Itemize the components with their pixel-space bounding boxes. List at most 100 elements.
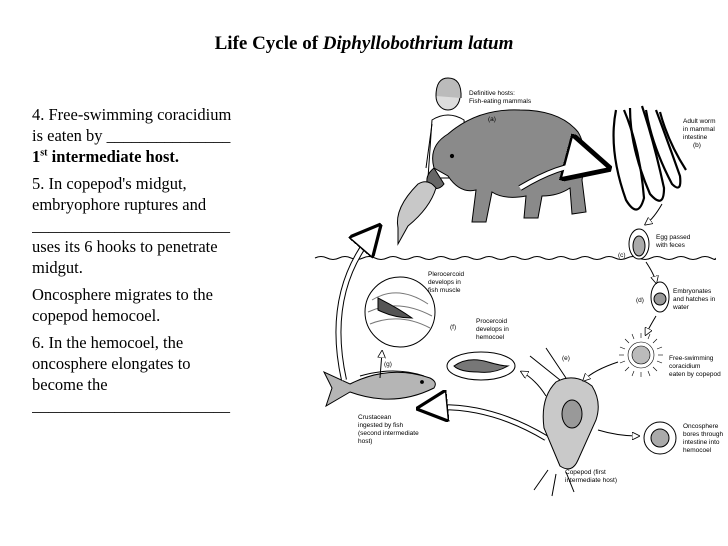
label-coracidium-1: Free-swimming (669, 355, 714, 362)
label-procercoid-1: Procercoid (476, 318, 507, 325)
svg-text:ingested by fish: ingested by fish (358, 422, 404, 429)
svg-text:Plerocercoid: Plerocercoid (428, 271, 465, 278)
svg-text:hemocoel: hemocoel (683, 447, 712, 454)
step-4-line-2: is eaten by _______________ (32, 126, 231, 145)
svg-text:with feces: with feces (655, 242, 686, 249)
label-embryonates-1: Embryonates (673, 288, 712, 295)
svg-text:bores through: bores through (683, 431, 723, 438)
step-4: 4. Free-swimming coracidium is eaten by … (32, 104, 290, 167)
label-embryonates-2: and hatches in (673, 296, 716, 303)
arrow-fish-to-plerocercoid (380, 352, 382, 379)
label-f: (f) (450, 324, 456, 331)
svg-text:Oncosphere: Oncosphere (683, 423, 719, 430)
label-oncosphere-1: Oncosphere (683, 423, 719, 430)
egg-figure (628, 228, 650, 260)
svg-text:coracidium: coracidium (669, 363, 700, 370)
label-coracidium-3: eaten by copepod (669, 371, 721, 378)
title-species: Diphyllobothrium latum (322, 33, 514, 54)
arrow-egg-to-embryo (645, 261, 656, 282)
label-oncosphere-4: hemocoel (683, 447, 712, 454)
label-e: (e) (562, 355, 570, 362)
arrow-copepod-to-procercoid (522, 372, 547, 397)
step-6-line-2: oncosphere elongates to (32, 354, 191, 373)
label-adult-worm-1: Adult worm (683, 118, 716, 125)
label-plerocercoid-2: develops in (428, 279, 461, 286)
copepod-figure (529, 347, 599, 497)
label-egg-2: with feces (655, 242, 686, 249)
svg-text:Egg passed: Egg passed (656, 234, 691, 241)
label-adult-worm-3: intestine (683, 134, 708, 141)
oncosphere-note: Oncosphere migrates to the copepod hemoc… (32, 284, 290, 326)
oncosphere-figure (643, 421, 677, 455)
caught-fish-figure (396, 181, 437, 246)
arrow-coracidium-to-copepod (584, 361, 619, 380)
step-6-line-3: become the (32, 375, 108, 394)
svg-text:in mammal: in mammal (683, 126, 715, 133)
label-plerocercoid-1: Plerocercoid (428, 271, 465, 278)
label-b: (b) (693, 142, 701, 149)
svg-text:(b): (b) (693, 142, 701, 149)
embryonated-egg-figure (650, 281, 670, 313)
step-5-line-4: midgut. (32, 258, 83, 277)
label-egg-1: Egg passed (656, 234, 691, 241)
svg-text:intestine: intestine (683, 134, 708, 141)
step-5-blank: ________________________ (32, 216, 230, 235)
arrow-worm-to-egg (646, 203, 663, 224)
step-5-line-1: 5. In copepod's midgut, (32, 174, 187, 193)
step-6-blank: ________________________ (32, 396, 230, 415)
label-plerocercoid-3: fish muscle (428, 287, 461, 294)
label-coracidium-2: coracidium (669, 363, 700, 370)
procercoid-figure (446, 351, 516, 381)
page-title: Life Cycle of Diphyllobothrium latum (0, 33, 728, 55)
label-crustacean-4: host) (358, 438, 372, 445)
svg-text:(e): (e) (562, 355, 570, 362)
step-4-host: intermediate host. (47, 147, 180, 166)
step-6-line-1: 6. In the hemocoel, the (32, 333, 184, 352)
label-copepod-2: intermediate host) (565, 477, 617, 484)
svg-text:eaten by copepod: eaten by copepod (669, 371, 721, 378)
svg-text:Procercoid: Procercoid (476, 318, 507, 325)
label-procercoid-3: hemocoel (476, 334, 505, 341)
title-prefix: Life Cycle of (214, 33, 323, 54)
svg-text:and hatches in: and hatches in (673, 296, 716, 303)
label-oncosphere-3: intestine into (683, 439, 720, 446)
svg-text:(f): (f) (450, 324, 456, 331)
svg-text:Fish-eating mammals: Fish-eating mammals (469, 98, 532, 105)
arrow-copepod-to-oncosphere (597, 429, 638, 436)
svg-text:Copepod (first: Copepod (first (565, 469, 606, 476)
svg-text:(c): (c) (618, 252, 626, 259)
step-4-ordinal-suffix: st (40, 147, 48, 159)
svg-text:(second intermediate: (second intermediate (358, 430, 419, 437)
svg-text:Adult worm: Adult worm (683, 118, 716, 125)
svg-text:Embryonates: Embryonates (673, 288, 712, 295)
step-text-block: 4. Free-swimming coracidium is eaten by … (32, 104, 290, 422)
label-c: (c) (618, 252, 626, 259)
label-embryonates-3: water (672, 304, 690, 311)
oncosphere-line-2: copepod hemocoel. (32, 306, 161, 325)
step-5-line-2: embryophore ruptures and (32, 195, 207, 214)
step-4-line-3: 1st intermediate host. (32, 146, 290, 167)
label-crustacean-3: (second intermediate (358, 430, 419, 437)
label-oncosphere-2: bores through (683, 431, 723, 438)
label-crustacean-1: Crustacean (358, 414, 392, 421)
svg-text:(a): (a) (488, 116, 496, 123)
svg-text:hemocoel: hemocoel (476, 334, 505, 341)
svg-text:develops in: develops in (476, 326, 509, 333)
step-4-ordinal: 1 (32, 147, 41, 166)
label-adult-worm-2: in mammal (683, 126, 715, 133)
svg-text:intermediate host): intermediate host) (565, 477, 617, 484)
svg-text:water: water (672, 304, 690, 311)
svg-text:(g): (g) (384, 361, 392, 368)
step-6: 6. In the hemocoel, the oncosphere elong… (32, 332, 290, 416)
label-procercoid-2: develops in (476, 326, 509, 333)
svg-text:(d): (d) (636, 297, 644, 304)
adult-worm-figure (612, 105, 687, 211)
arrow-embryo-to-coracidium (646, 315, 657, 334)
svg-text:Free-swimming: Free-swimming (669, 355, 714, 362)
plerocercoid-muscle-figure (364, 276, 436, 348)
svg-text:Crustacean: Crustacean (358, 414, 392, 421)
label-d: (d) (636, 297, 644, 304)
step-4-line-1: 4. Free-swimming coracidium (32, 105, 232, 124)
svg-text:fish muscle: fish muscle (428, 287, 461, 294)
